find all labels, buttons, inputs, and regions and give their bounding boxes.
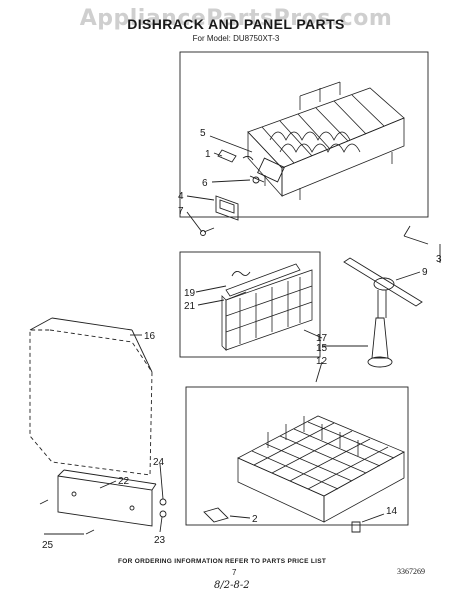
watermark-text: AppliancePartsPros.com — [79, 6, 393, 31]
lower-rack-box — [185, 386, 409, 526]
upper-rack-box — [179, 51, 429, 218]
callout-19: 19 — [184, 288, 196, 299]
callout-21: 21 — [184, 301, 196, 312]
callout-3: 3 — [436, 254, 442, 265]
roller-part — [203, 507, 229, 523]
lower-rack-drawing — [237, 415, 405, 523]
callout-6: 6 — [202, 178, 208, 189]
wheel-part — [351, 521, 361, 533]
spray-arm-drawing — [343, 257, 423, 368]
document-number: 3367269 — [397, 567, 425, 576]
page-title: DISHRACK AND PANEL PARTS — [127, 16, 345, 32]
panel-trim-drawing — [57, 469, 157, 527]
callout-23: 23 — [154, 535, 166, 546]
panel-drawing — [29, 317, 153, 476]
callout-5: 5 — [200, 128, 206, 139]
callout-25: 25 — [42, 540, 54, 551]
callout-7: 7 — [178, 206, 184, 217]
small-parts-drawing — [200, 149, 285, 236]
callout-4: 4 — [178, 191, 184, 202]
ordering-note: FOR ORDERING INFORMATION REFER TO PARTS … — [118, 558, 327, 565]
date-code: 8/2-8-2 — [214, 580, 250, 591]
callout-1: 1 — [205, 149, 211, 160]
callout-22: 22 — [118, 476, 130, 487]
upper-rack-drawing — [247, 81, 405, 200]
silverware-basket-drawing — [221, 263, 313, 351]
callout-17: 17 — [316, 333, 328, 344]
callout-24: 24 — [153, 457, 165, 468]
rack-wire-part — [231, 271, 251, 277]
model-line: For Model: DU8750XT-3 — [192, 34, 280, 43]
silverware-box — [179, 251, 321, 358]
callout-2: 2 — [252, 514, 258, 525]
callout-16: 16 — [144, 331, 156, 342]
callout-9: 9 — [422, 267, 428, 278]
callout-14: 14 — [386, 506, 398, 517]
callout-15: 15 — [316, 343, 328, 354]
page-number: 7 — [232, 568, 237, 577]
callout-12: 12 — [316, 356, 328, 367]
